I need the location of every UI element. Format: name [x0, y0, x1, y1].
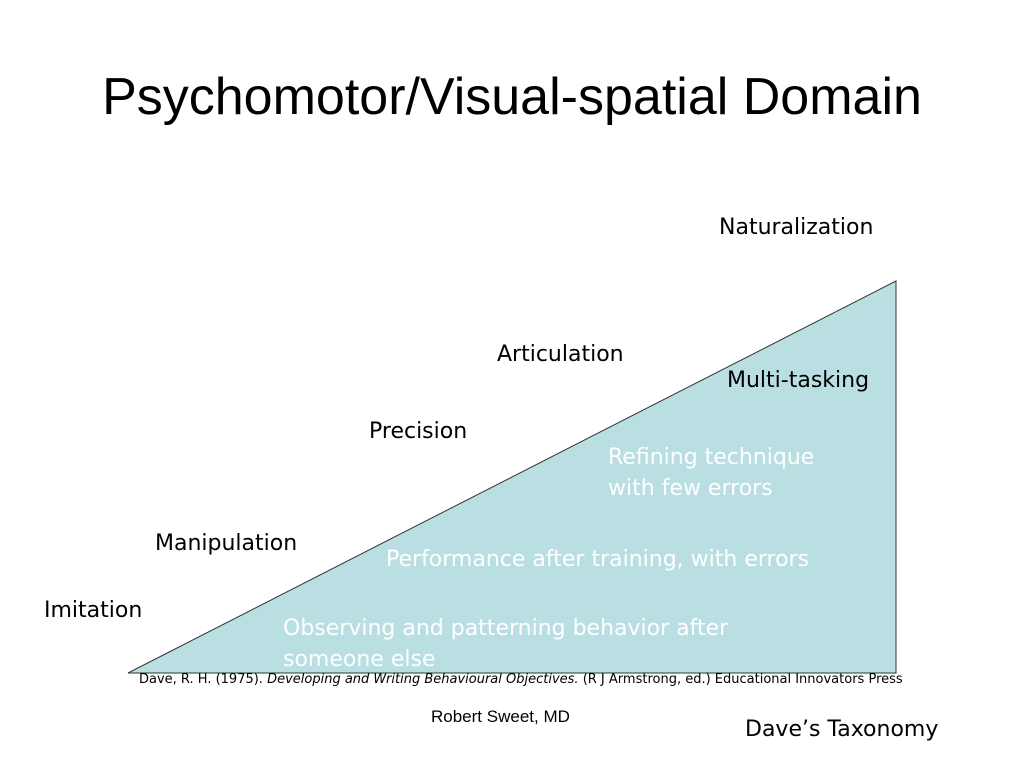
imitation-description-line-1: Observing and patterning behavior after: [283, 616, 729, 641]
level-naturalization-label: Naturalization: [719, 215, 874, 240]
naturalization-description: Multi-tasking: [727, 368, 870, 393]
level-imitation-label: Imitation: [44, 598, 143, 623]
level-articulation-label: Articulation: [497, 342, 624, 367]
articulation-description-line-1: Refining technique: [608, 445, 815, 470]
author: Robert Sweet, MD: [431, 707, 570, 726]
citation-suffix: (R J Armstrong, ed.) Educational Innovat…: [578, 672, 903, 687]
imitation-description-line-2: someone else: [283, 647, 436, 672]
citation-book-title: Developing and Writing Behavioural Objec…: [267, 672, 579, 687]
level-manipulation-label: Manipulation: [155, 531, 298, 556]
taxonomy-triangle: [127, 280, 897, 674]
citation: Dave, R. H. (1975). Developing and Writi…: [139, 671, 903, 689]
level-precision-label: Precision: [369, 419, 468, 444]
articulation-description-line-2: with few errors: [608, 476, 773, 501]
slide-title: Psychomotor/Visual-spatial Domain: [102, 68, 922, 126]
citation-prefix: Dave, R. H. (1975).: [139, 672, 268, 687]
taxonomy-name: Dave’s Taxonomy: [745, 717, 939, 742]
manipulation-description: Performance after training, with errors: [386, 547, 810, 572]
